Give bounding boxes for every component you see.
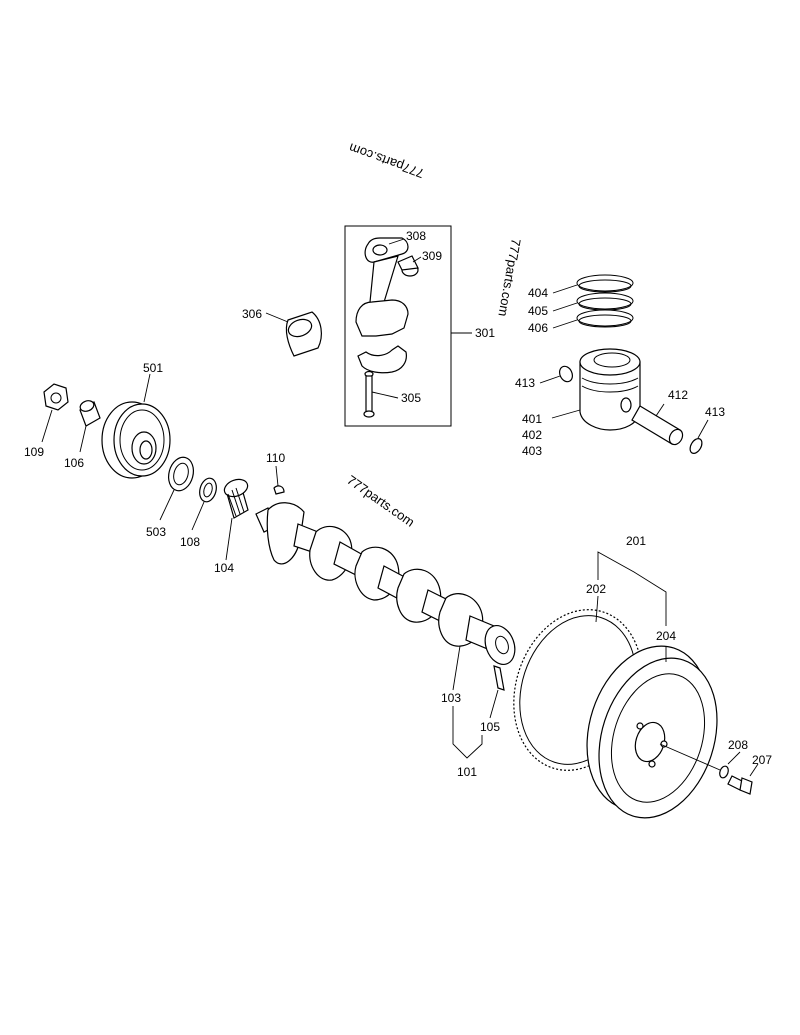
spacer-collar — [79, 400, 101, 427]
piston — [579, 348, 641, 431]
callout-201: 201 — [626, 534, 646, 548]
callout-503: 503 — [146, 525, 166, 539]
piston-rings — [576, 274, 634, 328]
callout-106: 106 — [64, 456, 84, 470]
connecting-rod-assembly — [344, 225, 452, 427]
nut — [43, 383, 69, 411]
callout-108: 108 — [180, 535, 200, 549]
snap-ring-right — [689, 438, 703, 454]
callout-308: 308 — [406, 229, 426, 243]
seal-ring-108 — [199, 477, 217, 503]
callout-401: 401 — [522, 412, 542, 426]
crankshaft-pulley — [101, 401, 171, 479]
callout-413-left: 413 — [515, 376, 535, 390]
callout-403: 403 — [522, 444, 542, 458]
callout-404: 404 — [528, 286, 548, 300]
callout-109: 109 — [24, 445, 44, 459]
callout-110: 110 — [266, 451, 285, 465]
flywheel — [586, 645, 718, 819]
callout-207: 207 — [752, 753, 772, 767]
callout-501: 501 — [143, 361, 163, 375]
callout-405: 405 — [528, 304, 548, 318]
flywheel-bolt — [727, 775, 753, 795]
callout-101: 101 — [457, 765, 477, 779]
piston-pin — [631, 405, 684, 446]
callout-413-right: 413 — [705, 405, 725, 419]
bearing-shell — [285, 311, 322, 357]
snap-ring-left — [558, 365, 574, 383]
watermark-piston: 777parts.com — [495, 237, 523, 317]
callout-103: 103 — [441, 691, 461, 705]
washer-208 — [719, 765, 729, 779]
callout-104: 104 — [214, 561, 234, 575]
watermark-crankshaft: 777parts.com — [344, 472, 417, 529]
woodruff-key — [273, 485, 285, 495]
callout-306: 306 — [242, 307, 262, 321]
callout-412: 412 — [668, 388, 688, 402]
callout-301: 301 — [475, 326, 495, 340]
callout-204: 204 — [656, 629, 676, 643]
callout-202: 202 — [586, 582, 606, 596]
crankshaft — [255, 502, 516, 691]
callout-305: 305 — [401, 391, 421, 405]
washer-503 — [168, 456, 194, 492]
callout-208: 208 — [728, 738, 748, 752]
crankshaft-gear — [223, 478, 249, 519]
callout-406: 406 — [528, 321, 548, 335]
watermark-top: 777parts.com — [347, 140, 426, 181]
callout-309: 309 — [422, 249, 442, 263]
callout-105: 105 — [480, 720, 500, 734]
callout-402: 402 — [522, 428, 542, 442]
